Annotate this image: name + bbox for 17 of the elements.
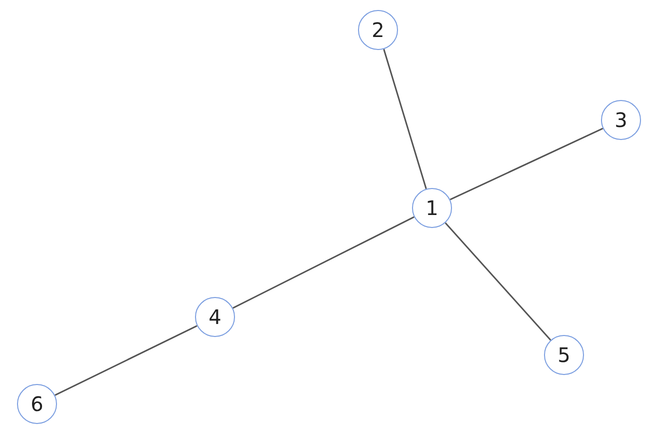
- node-circle: [195, 297, 235, 337]
- node-number: 3: [614, 108, 628, 132]
- connector-line: [232, 216, 414, 309]
- connector-line: [383, 48, 427, 190]
- node-number: 1: [426, 196, 438, 220]
- connector-line: [444, 222, 552, 341]
- connector-line: [450, 128, 604, 200]
- connector-line: [54, 325, 198, 396]
- node-circle: [358, 10, 398, 50]
- node-number: 6: [30, 392, 44, 416]
- node-circle: [412, 188, 452, 228]
- node-circle: [601, 100, 641, 140]
- node-number: 4: [208, 305, 222, 329]
- node-number: 5: [558, 343, 570, 367]
- node-circle: [17, 384, 57, 424]
- node-number: 2: [372, 18, 384, 42]
- node-circle: [544, 335, 584, 375]
